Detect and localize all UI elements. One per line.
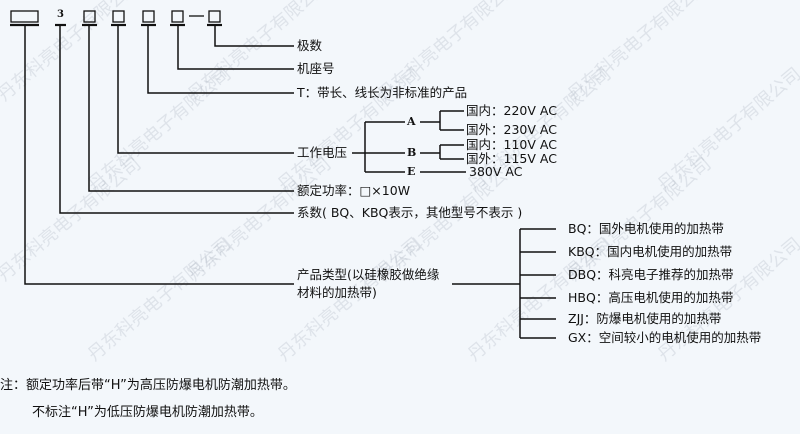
voltage-e-value: 380V AC [469,164,523,179]
code-box-type [10,10,39,23]
code-box-frame [171,10,184,23]
note-line-2: 不标注“H”为低压防爆电机防潮加热带。 [32,405,263,420]
type-item: HBQ：高压电机使用的加热带 [568,290,734,305]
type-item: DBQ：科亮电子推荐的加热带 [568,267,734,282]
voltage-b: B [407,146,417,159]
label-frame: 机座号 [297,61,335,76]
code-digit: 3 [57,9,64,20]
label-t: T：带长、线长为非标准的产品 [297,85,468,100]
code-box-power [83,10,96,23]
voltage-a2: 国外：230V AC [466,122,557,137]
type-item: ZJJ：防爆电机使用的加热带 [568,311,722,326]
label-series: 系数( BQ、KBQ表示，其他型号不表示 ) [297,205,523,220]
label-voltage: 工作电压 [297,145,348,160]
voltage-b1: 国内：110V AC [466,137,557,152]
code-box-voltage [112,10,125,23]
connector-lines [24,25,556,339]
code-box-poles [208,10,221,23]
voltage-a1: 国内：220V AC [466,103,557,118]
type-item: KBQ：国内电机使用的加热带 [568,244,733,259]
label-power: 额定功率：□×10W [297,183,411,198]
note-line-1: 注：额定功率后带“H”为高压防爆电机防潮加热带。 [0,378,296,393]
voltage-e: E [407,165,416,178]
label-type-2: 材料的加热带) [297,285,377,300]
code-box-t [142,10,155,23]
type-item: BQ：国外电机使用的加热带 [568,221,724,236]
label-type-1: 产品类型(以硅橡胶做绝缘 [297,267,440,282]
voltage-a: A [407,115,416,128]
voltage-b2: 国外：115V AC [466,151,557,166]
type-item: GX：空间较小的电机使用的加热带 [568,330,762,345]
label-poles: 极数 [297,38,323,53]
